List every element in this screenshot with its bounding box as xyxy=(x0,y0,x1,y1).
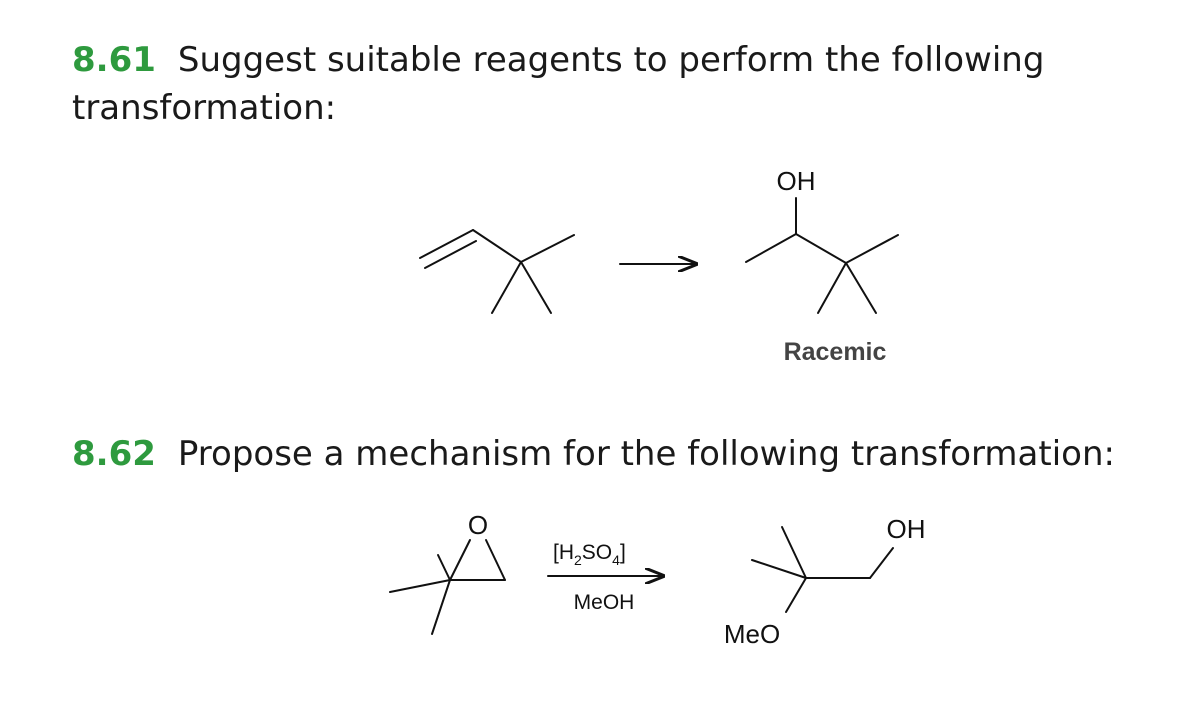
racemic-label: Racemic xyxy=(784,338,887,366)
problem-text: Suggest suitable reagents to perform the… xyxy=(72,40,1045,128)
problem-8-62-prompt: 8.62 Propose a mechanism for the followin… xyxy=(72,430,1115,478)
methoxy-label: MeO xyxy=(724,619,780,649)
epoxide-oxygen-label: O xyxy=(468,510,488,540)
hydroxyl-label: OH xyxy=(777,166,816,196)
reagent-acid: [H2SO4] xyxy=(553,541,626,568)
problem-text: Propose a mechanism for the following tr… xyxy=(177,434,1115,474)
epoxide-structure: O xyxy=(389,510,506,635)
problem-number: 8.62 xyxy=(72,434,156,474)
alcohol-product-structure: OH xyxy=(745,166,899,314)
starting-alkene-structure xyxy=(419,229,575,314)
reagent-solvent: MeOH xyxy=(574,591,635,614)
product-hydroxyl-label: OH xyxy=(887,514,926,544)
problem-number: 8.61 xyxy=(72,40,156,80)
ether-alcohol-product-structure: OH MeO xyxy=(724,514,926,649)
